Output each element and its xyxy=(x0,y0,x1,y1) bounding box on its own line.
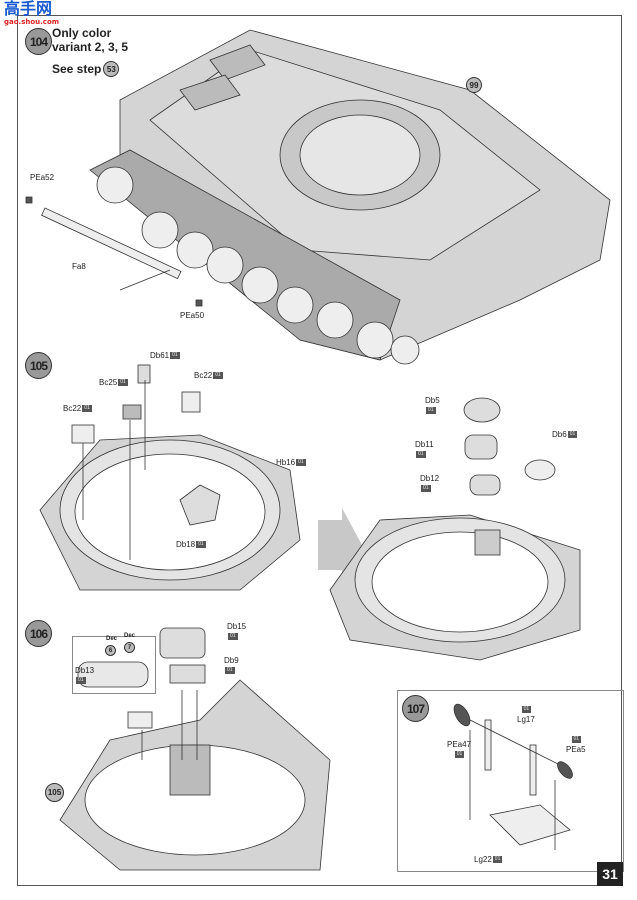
sprue-badge: 01 xyxy=(521,706,532,714)
decal-detail-box xyxy=(72,636,156,694)
part-name: Hb16 xyxy=(276,458,296,467)
page-frame xyxy=(621,15,622,863)
page-frame xyxy=(17,15,622,16)
part-name: Db6 xyxy=(552,430,567,439)
decal-label: Dec xyxy=(124,633,136,639)
sprue-badge: 01 xyxy=(82,405,92,413)
part-name: Lg17 xyxy=(517,715,535,724)
part-name: Db61 xyxy=(150,351,170,360)
step-number-104: 104 xyxy=(25,28,52,55)
part-name: Bc25 xyxy=(99,378,118,387)
part-name: Db9 xyxy=(224,656,239,665)
decal-label: Dec xyxy=(106,636,118,642)
sprue-badge: 01 xyxy=(118,379,128,387)
part-name: Bc22 xyxy=(194,371,213,380)
sprue-badge: 01 xyxy=(76,677,86,685)
part-name: Db18 xyxy=(176,540,196,549)
sprue-badge: 01 xyxy=(228,633,238,641)
step-number-106: 106 xyxy=(25,620,52,647)
sprue-badge: 01 xyxy=(196,541,206,549)
part-label-fa8: Fa8 xyxy=(72,262,86,271)
step-ref-53: 53 xyxy=(103,61,120,77)
step-number-107: 107 xyxy=(402,695,429,722)
part-label-pea52: PEa52 xyxy=(30,173,55,182)
page-frame xyxy=(17,885,597,886)
sprue-badge: 01 xyxy=(296,459,306,467)
sprue-badge: 01 xyxy=(426,407,436,415)
step-107-box xyxy=(397,690,624,872)
part-label-db11: Db11 01 xyxy=(415,440,434,460)
page-frame xyxy=(17,15,18,885)
part-label-pea47: PEa47 01 xyxy=(447,740,471,760)
sprue-badge: 01 xyxy=(492,856,503,864)
sprue-badge: 01 xyxy=(213,372,223,380)
watermark-url: gao.shou.com xyxy=(4,18,60,26)
sprue-badge: 01 xyxy=(567,431,578,439)
page-number: 31 xyxy=(597,862,623,886)
step-ref-99: 99 xyxy=(466,77,482,93)
part-label-db15: Db15 01 xyxy=(227,622,246,642)
sprue-badge: 01 xyxy=(416,451,426,459)
part-name: PEa5 xyxy=(566,745,586,754)
part-name: Db13 xyxy=(75,666,95,675)
part-name: Db15 xyxy=(227,622,247,631)
tank-hull-drawing xyxy=(25,29,611,365)
part-label-pea50: PEa50 xyxy=(180,311,205,320)
step-number-105: 105 xyxy=(25,352,52,379)
turret-ring-assembled-drawing xyxy=(329,397,581,661)
sprue-badge: 01 xyxy=(571,736,582,744)
decal-ref-7: 7 xyxy=(124,642,135,653)
note-line: variant 2, 3, 5 xyxy=(52,40,129,54)
part-name: Db12 xyxy=(420,474,440,483)
sprue-badge: 01 xyxy=(454,751,465,759)
sprue-badge: 01 xyxy=(421,485,431,493)
part-name: Db5 xyxy=(425,396,440,405)
part-name: Lg22 xyxy=(474,855,492,864)
see-step-label: See step xyxy=(52,62,102,76)
step-ref-105: 105 xyxy=(45,783,64,802)
note-line: Only color xyxy=(52,26,112,40)
turret-ring-drawing xyxy=(39,364,301,591)
color-variant-note: Only color variant 2, 3, 5 xyxy=(52,26,128,54)
part-name: Bc22 xyxy=(63,404,82,413)
seat-drawing xyxy=(453,703,573,850)
part-label-db13: Db13 01 xyxy=(75,666,94,686)
sprue-badge: 01 xyxy=(225,667,235,675)
turret-floor-drawing xyxy=(59,627,331,871)
part-name: Db11 xyxy=(415,440,434,449)
see-step-note: See step 53 xyxy=(52,61,120,77)
part-label-db12: Db12 01 xyxy=(420,474,439,494)
sprue-badge: 01 xyxy=(170,352,180,360)
decal-ref-6: 6 xyxy=(105,645,116,656)
part-name: PEa47 xyxy=(447,740,472,749)
watermark-text: 高手网 xyxy=(4,0,53,18)
